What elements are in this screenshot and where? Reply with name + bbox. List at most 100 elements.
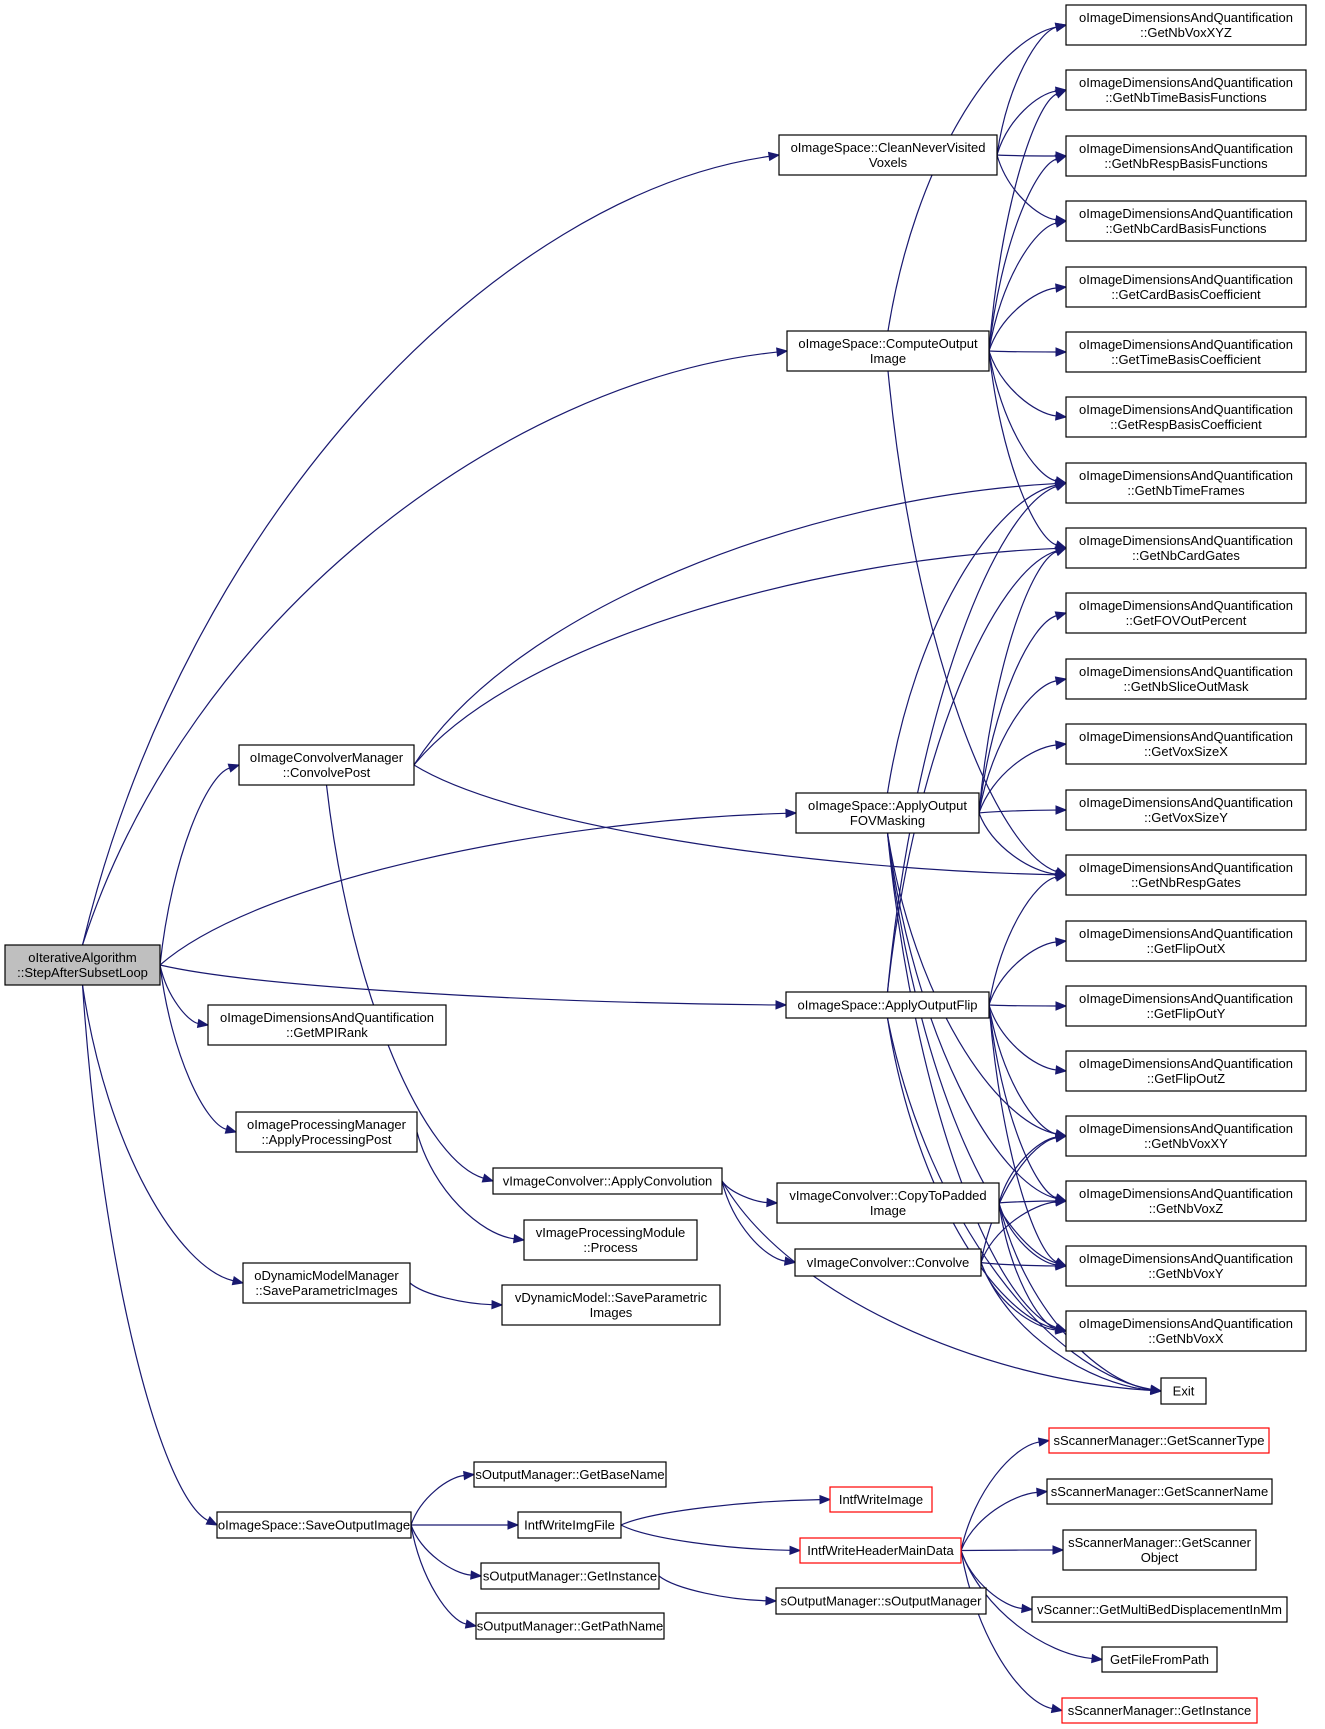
arrowhead-icon xyxy=(464,1619,478,1629)
node-card-coef[interactable]: oImageDimensionsAndQuantification::GetCa… xyxy=(1065,266,1307,308)
node-exit[interactable]: Exit xyxy=(1160,1377,1207,1405)
node-scan-type[interactable]: sScannerManager::GetScannerType xyxy=(1048,1427,1270,1454)
edge-fov-masking-to-vox-size-x xyxy=(978,740,1068,814)
edge-apply-conv-to-copy-padded xyxy=(721,1180,779,1208)
node-box xyxy=(1065,1245,1307,1287)
node-nb-vox-xyz[interactable]: oImageDimensionsAndQuantification::GetNb… xyxy=(1065,4,1307,46)
node-label: oImageDimensionsAndQuantification xyxy=(220,1010,434,1025)
node-label: oImageDimensionsAndQuantification xyxy=(1079,1251,1293,1266)
edge-line xyxy=(721,1180,768,1204)
node-slice-mask[interactable]: oImageDimensionsAndQuantification::GetNb… xyxy=(1065,658,1307,700)
edge-write-header-to-scan-object xyxy=(960,1545,1065,1555)
node-write-image[interactable]: IntfWriteImage xyxy=(829,1486,933,1513)
edge-line xyxy=(960,1491,1038,1551)
node-flip-z[interactable]: oImageDimensionsAndQuantification::GetFl… xyxy=(1065,1050,1307,1092)
node-out-instance[interactable]: sOutputManager::GetInstance xyxy=(480,1562,660,1590)
edge-output-flip-to-nb-vox-y xyxy=(988,1004,1068,1267)
node-flip-y[interactable]: oImageDimensionsAndQuantification::GetFl… xyxy=(1065,985,1307,1027)
edge-line xyxy=(988,350,1057,482)
node-label: oImageDimensionsAndQuantification xyxy=(1079,141,1293,156)
node-proc-post[interactable]: oImageProcessingManager::ApplyProcessing… xyxy=(235,1111,418,1153)
edge-line xyxy=(81,984,209,1522)
node-label: Image xyxy=(870,1203,906,1218)
arrowhead-icon xyxy=(463,1470,476,1481)
node-label: vImageConvolver::ApplyConvolution xyxy=(503,1174,713,1189)
node-nb-time-basis[interactable]: oImageDimensionsAndQuantification::GetNb… xyxy=(1065,69,1307,111)
node-nb-vox-xy[interactable]: oImageDimensionsAndQuantification::GetNb… xyxy=(1065,1115,1307,1157)
edge-write-header-to-scan-name xyxy=(960,1487,1049,1551)
edge-line xyxy=(996,90,1057,156)
node-label: oImageDimensionsAndQuantification xyxy=(1079,860,1293,875)
node-nb-vox-y[interactable]: oImageDimensionsAndQuantification::GetNb… xyxy=(1065,1245,1307,1287)
node-vox-size-x[interactable]: oImageDimensionsAndQuantification::GetVo… xyxy=(1065,723,1307,765)
edge-root-to-mpi-rank xyxy=(159,964,210,1029)
node-label: vImageConvolver::Convolve xyxy=(807,1255,970,1270)
edge-fov-masking-to-nb-resp-gates xyxy=(978,812,1068,879)
node-fov-out[interactable]: oImageDimensionsAndQuantification::GetFO… xyxy=(1065,592,1307,634)
edge-line xyxy=(410,1524,472,1576)
node-output-flip[interactable]: oImageSpace::ApplyOutputFlip xyxy=(785,991,990,1019)
node-dyn-model[interactable]: vDynamicModel::SaveParametricImages xyxy=(501,1284,721,1326)
node-apply-conv[interactable]: vImageConvolver::ApplyConvolution xyxy=(492,1167,723,1195)
arrowhead-icon xyxy=(1052,1545,1065,1555)
node-scan-name[interactable]: sScannerManager::GetScannerName xyxy=(1046,1478,1273,1505)
node-nb-vox-z[interactable]: oImageDimensionsAndQuantification::GetNb… xyxy=(1065,1180,1307,1222)
edge-line xyxy=(998,1136,1057,1204)
node-nb-time-frames[interactable]: oImageDimensionsAndQuantification::GetNb… xyxy=(1065,462,1307,504)
node-nb-card-basis[interactable]: oImageDimensionsAndQuantification::GetNb… xyxy=(1065,200,1307,242)
edge-convolve-to-nb-vox-xy xyxy=(980,1133,1068,1263)
node-nb-vox-x[interactable]: oImageDimensionsAndQuantification::GetNb… xyxy=(1065,1310,1307,1352)
node-file-from-path[interactable]: GetFileFromPath xyxy=(1101,1646,1218,1673)
node-write-img-file[interactable]: IntfWriteImgFile xyxy=(517,1511,622,1539)
node-base-name[interactable]: sOutputManager::GetBaseName xyxy=(473,1461,667,1488)
node-dyn-mgr[interactable]: oDynamicModelManager::SaveParametricImag… xyxy=(242,1262,411,1304)
node-nb-card-gates[interactable]: oImageDimensionsAndQuantification::GetNb… xyxy=(1065,527,1307,569)
node-root[interactable]: oIterativeAlgorithm::StepAfterSubsetLoop xyxy=(4,944,161,986)
node-flip-x[interactable]: oImageDimensionsAndQuantification::GetFl… xyxy=(1065,920,1307,962)
arrowhead-icon xyxy=(1054,218,1068,228)
node-box xyxy=(1065,1180,1307,1222)
node-label: oIterativeAlgorithm xyxy=(28,950,136,965)
node-multi-bed[interactable]: vScanner::GetMultiBedDisplacementInMm xyxy=(1031,1596,1288,1623)
node-out-ctor[interactable]: sOutputManager::sOutputManager xyxy=(775,1587,987,1615)
node-box xyxy=(785,991,990,1019)
arrowhead-icon xyxy=(1036,1487,1049,1498)
node-nb-resp-basis[interactable]: oImageDimensionsAndQuantification::GetNb… xyxy=(1065,135,1307,177)
edge-proc-post-to-process xyxy=(416,1131,526,1244)
node-process[interactable]: vImageProcessingModule::Process xyxy=(523,1219,698,1261)
node-box xyxy=(1065,135,1307,177)
node-box xyxy=(216,1511,412,1539)
edge-line xyxy=(81,984,234,1282)
edge-convolve-to-nb-vox-z xyxy=(980,1197,1068,1263)
node-mpi-rank[interactable]: oImageDimensionsAndQuantification::GetMP… xyxy=(207,1004,447,1046)
node-label: ::GetRespBasisCoefficient xyxy=(1110,417,1262,432)
node-resp-coef[interactable]: oImageDimensionsAndQuantification::GetRe… xyxy=(1065,396,1307,438)
arrowhead-icon xyxy=(1054,872,1068,882)
edge-line xyxy=(413,482,1057,766)
node-save-out[interactable]: oImageSpace::SaveOutputImage xyxy=(216,1511,412,1539)
node-convolve[interactable]: vImageConvolver::Convolve xyxy=(794,1248,982,1277)
arrowhead-icon xyxy=(1055,1197,1068,1207)
node-time-coef[interactable]: oImageDimensionsAndQuantification::GetTi… xyxy=(1065,331,1307,373)
node-nb-resp-gates[interactable]: oImageDimensionsAndQuantification::GetNb… xyxy=(1065,854,1307,896)
node-label: oImageDimensionsAndQuantification xyxy=(1079,598,1293,613)
node-box xyxy=(1065,789,1307,831)
edge-convolve-post-to-nb-time-frames xyxy=(413,478,1068,766)
arrowhead-icon xyxy=(785,808,798,819)
node-write-header[interactable]: IntfWriteHeaderMainData xyxy=(799,1537,962,1564)
node-vox-size-y[interactable]: oImageDimensionsAndQuantification::GetVo… xyxy=(1065,789,1307,831)
node-convolve-post[interactable]: oImageConvolverManager::ConvolvePost xyxy=(238,744,415,786)
edge-line xyxy=(159,964,777,1006)
node-path-name[interactable]: sOutputManager::GetPathName xyxy=(475,1612,665,1640)
edge-line xyxy=(159,812,787,966)
arrowhead-icon xyxy=(512,1233,526,1244)
edge-line xyxy=(980,1262,1152,1391)
node-scan-instance[interactable]: sScannerManager::GetInstance xyxy=(1061,1697,1258,1724)
node-label: Exit xyxy=(1173,1384,1195,1399)
node-label: oImageDimensionsAndQuantification xyxy=(1079,337,1293,352)
